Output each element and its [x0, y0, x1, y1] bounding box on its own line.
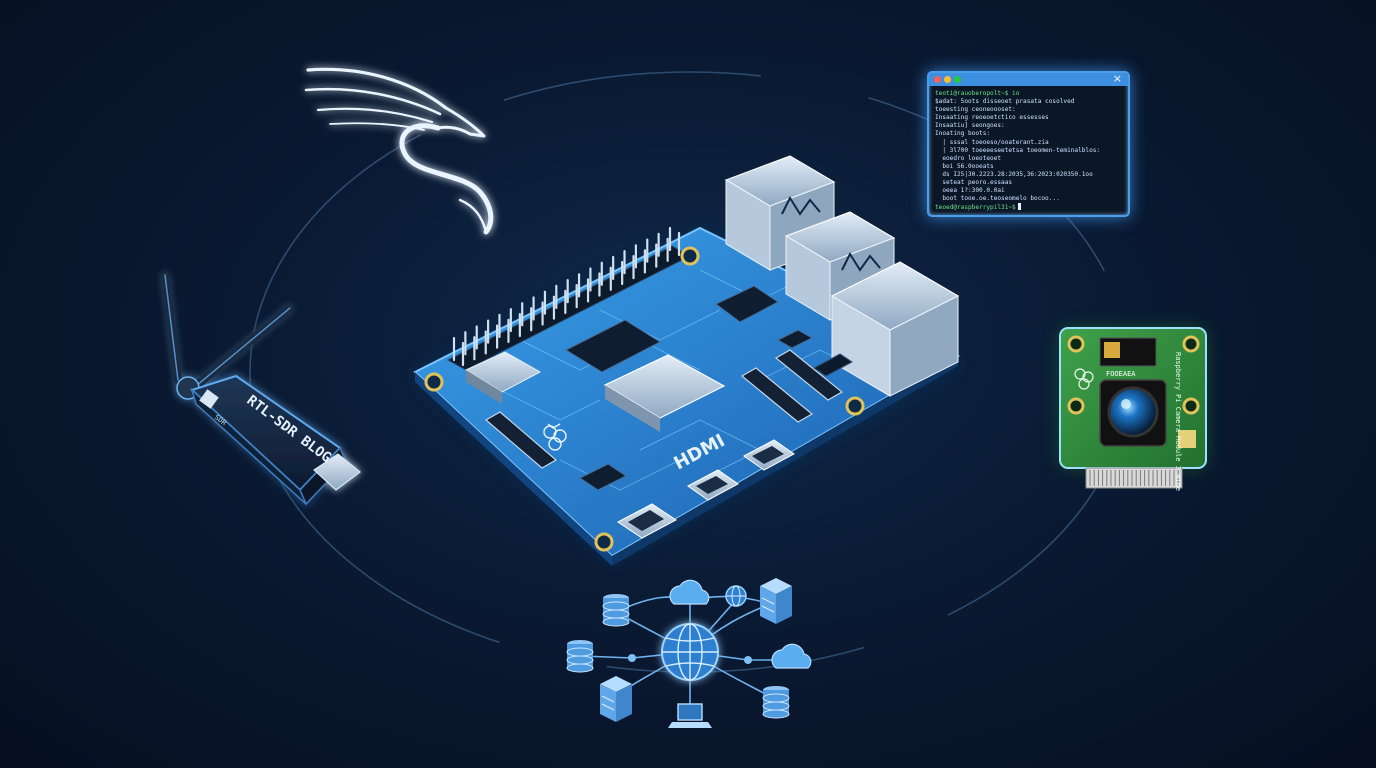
micro-hdmi-port-2	[743, 439, 795, 471]
terminal-line: $adat: 5oots disseoet prasata cosolved	[935, 98, 1075, 106]
database-icon-3	[762, 686, 790, 719]
terminal-window-icon: × teoti@rauoberopolt~$ io$adat: 5oots di…	[927, 71, 1130, 217]
terminal-line: teoed@raspberrypil31~$	[935, 203, 1122, 212]
terminal-line: Inoating boots:	[935, 130, 991, 138]
small-chip	[579, 463, 627, 491]
dsi-connector-2	[774, 349, 844, 401]
terminal-line: | sssal toeoeso/ooaterant.zia	[935, 138, 1049, 146]
csi-connector	[484, 411, 558, 469]
terminal-line: teoti@rauoberopolt~$ io	[935, 90, 1020, 97]
terminal-line: | 3l700 toeeeeseetetsa toeomen-teminalbl…	[935, 146, 1101, 154]
terminal-cursor	[1017, 203, 1021, 211]
terminal-close-dot[interactable]	[934, 76, 941, 83]
cloud-icon-2	[771, 643, 812, 669]
terminal-maximize-dot[interactable]	[954, 76, 961, 83]
raspberry-logo-icon	[543, 423, 567, 451]
fan-header	[813, 353, 853, 377]
dsi-connector-1	[740, 367, 814, 423]
camera-vertical-text: Raspberry Pi Camera Module 3 Wide	[1174, 352, 1182, 491]
mounting-holes	[424, 246, 865, 552]
terminal-line: boi 56.0ooeats	[935, 162, 994, 170]
usb-sdr-dongle-icon: RTL-SDR BLOG SDR	[161, 271, 361, 506]
dragon-logo-icon	[304, 67, 494, 235]
small-globe-icon	[725, 585, 747, 607]
laptop-icon	[668, 703, 712, 728]
network-globe-icon	[661, 623, 719, 681]
network-diagram	[566, 578, 812, 728]
terminal-minimize-dot[interactable]	[944, 76, 951, 83]
database-icon-2	[566, 640, 594, 673]
terminal-line: eoedro loeoteoet	[935, 154, 1002, 162]
terminal-title-bar: ×	[929, 73, 1128, 86]
small-chip-2	[776, 329, 814, 349]
gpio-header	[446, 226, 692, 371]
raspberry-pi-board-icon: HDMI	[413, 155, 961, 566]
terminal-close-icon[interactable]: ×	[1112, 72, 1122, 85]
server-icon-2	[600, 676, 632, 722]
database-icon	[602, 594, 630, 627]
terminal-line: ds I25|30.2223.28:2035,36:2023:020350.1o…	[935, 170, 1093, 178]
terminal-line: toeesting ceoneoooset:	[935, 106, 1016, 114]
soc-chip	[603, 354, 726, 419]
ethernet-port	[830, 261, 960, 397]
camera-holes	[1067, 335, 1200, 415]
terminal-line: Insaatiu] seongoes:	[935, 122, 1005, 130]
usb-c-port	[617, 503, 677, 539]
terminal-line: Insaating reoeoetctico essesses	[935, 114, 1049, 122]
camera-lens	[1107, 386, 1159, 438]
server-icon	[760, 578, 792, 624]
terminal-output: teoti@rauoberopolt~$ io$adat: 5oots diss…	[929, 86, 1128, 212]
ram-chip	[564, 319, 662, 373]
metal-shield	[464, 351, 542, 393]
terminal-line: boot tooe.oe.teoseomelo bocoo...	[935, 195, 1060, 203]
micro-hdmi-port-1	[687, 469, 739, 501]
terminal-line: seteat peoro.essaas	[935, 179, 1013, 187]
camera-module-icon: FOOEAEA Raspberry Pi Camera Module 3 Wid…	[1059, 327, 1207, 491]
terminal-line: oeea 1?:300.0.0ai	[935, 187, 1005, 195]
camera-chip-label: FOOEAEA	[1106, 370, 1136, 378]
wifi-chip	[715, 285, 779, 323]
cloud-icon	[669, 579, 710, 605]
camera-raspberry-logo-icon	[1074, 368, 1094, 390]
